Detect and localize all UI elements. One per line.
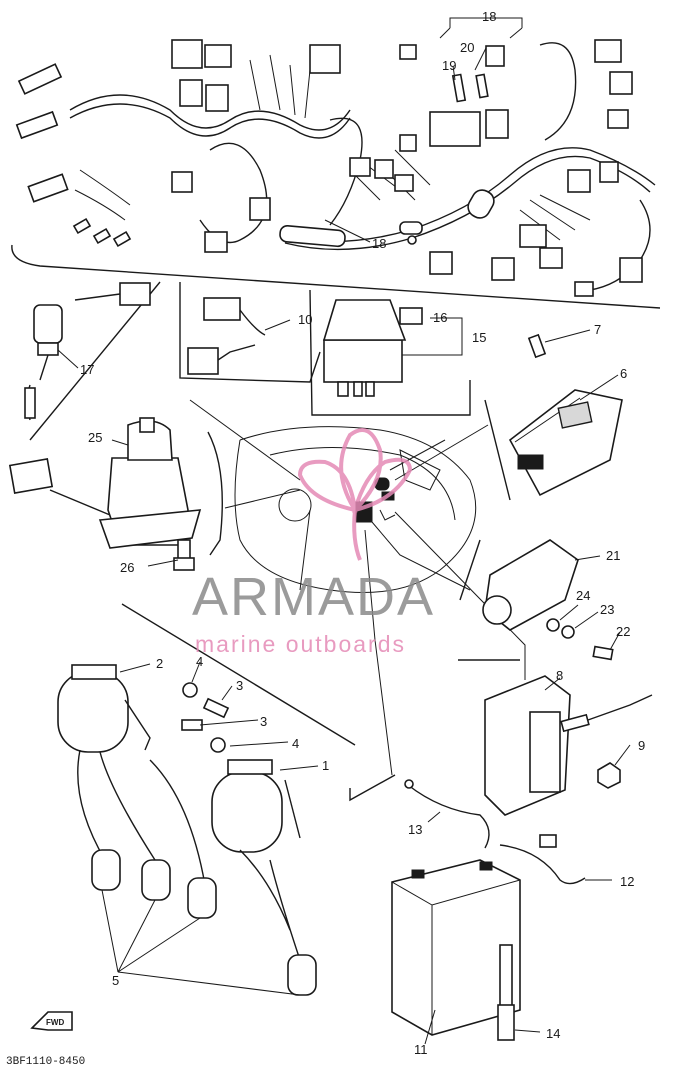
callout-8: 8 bbox=[556, 668, 563, 683]
part-13-battery-cable bbox=[404, 779, 490, 849]
part-3-bolt bbox=[202, 697, 230, 719]
watermark-tagline: marine outboards bbox=[195, 631, 406, 657]
part-11-battery bbox=[391, 859, 521, 1036]
center-leader-lines bbox=[189, 399, 526, 776]
watermark-brand: ARMADA bbox=[192, 567, 435, 627]
part-4-washer bbox=[182, 682, 198, 698]
part-24-washer bbox=[546, 618, 560, 632]
callout-6: 6 bbox=[620, 366, 627, 381]
part-2-ignition-coil bbox=[57, 664, 151, 753]
callout-labels: 18 20 19 18 10 16 15 7 6 17 25 26 21 24 … bbox=[80, 9, 645, 1057]
callout-10: 10 bbox=[298, 312, 312, 327]
part-16-fuse bbox=[399, 307, 423, 325]
callout-24: 24 bbox=[576, 588, 590, 603]
callout-4-upper: 4 bbox=[196, 654, 203, 669]
part-17-switch bbox=[24, 282, 151, 421]
callout-22: 22 bbox=[616, 624, 630, 639]
callout-9: 9 bbox=[638, 738, 645, 753]
diagram-code: 3BF1110-8450 bbox=[6, 1056, 85, 1068]
callout-21: 21 bbox=[606, 548, 620, 563]
wiring-harness bbox=[15, 39, 656, 297]
callout-leaders bbox=[57, 17, 631, 1045]
callout-18-top: 18 bbox=[482, 9, 496, 24]
callout-20: 20 bbox=[460, 40, 474, 55]
callout-2: 2 bbox=[156, 656, 163, 671]
forward-arrow-icon: FWD bbox=[30, 1011, 73, 1031]
callout-11: 11 bbox=[414, 1042, 428, 1057]
callout-25: 25 bbox=[88, 430, 102, 445]
part-10-connector bbox=[187, 297, 266, 375]
part-3-bolt-lower bbox=[181, 719, 203, 731]
callout-18-lower: 18 bbox=[372, 236, 386, 251]
part-9-nut bbox=[597, 762, 621, 789]
part-5-plug-caps bbox=[77, 749, 317, 996]
part-25-main-switch bbox=[8, 417, 202, 549]
part-14-breather-hose bbox=[497, 944, 515, 1041]
callout-12: 12 bbox=[620, 874, 634, 889]
callout-13: 13 bbox=[408, 822, 422, 837]
part-6-ignitor-unit bbox=[508, 389, 623, 497]
callout-16: 16 bbox=[433, 310, 447, 325]
callout-14: 14 bbox=[546, 1026, 560, 1041]
callout-5: 5 bbox=[112, 973, 119, 988]
part-26-bolt bbox=[173, 539, 195, 571]
callout-1: 1 bbox=[322, 758, 329, 773]
callout-3-lower: 3 bbox=[260, 714, 267, 729]
part-7-screw bbox=[527, 333, 547, 359]
callout-4-lower: 4 bbox=[292, 736, 299, 751]
callout-3-upper: 3 bbox=[236, 678, 243, 693]
callout-15: 15 bbox=[472, 330, 486, 345]
part-15-relay bbox=[322, 299, 407, 397]
armada-watermark: ARMADA marine outboards bbox=[192, 428, 435, 657]
part-1-ignition-coil bbox=[211, 759, 301, 853]
callout-7: 7 bbox=[594, 322, 601, 337]
part-8-starter-relay bbox=[484, 675, 653, 816]
armada-logo-icon bbox=[297, 428, 413, 561]
callout-19: 19 bbox=[442, 58, 456, 73]
part-22-bolt bbox=[592, 645, 614, 661]
callout-23: 23 bbox=[600, 602, 614, 617]
callout-26: 26 bbox=[120, 560, 134, 575]
callout-17: 17 bbox=[80, 362, 94, 377]
svg-text:FWD: FWD bbox=[46, 1018, 64, 1027]
part-21-voltage-regulator bbox=[482, 539, 579, 631]
group-frame-lines bbox=[11, 244, 661, 802]
part-4-washer-lower bbox=[210, 737, 226, 753]
part-12-battery-cable bbox=[499, 834, 586, 885]
part-23-washer bbox=[561, 625, 575, 639]
